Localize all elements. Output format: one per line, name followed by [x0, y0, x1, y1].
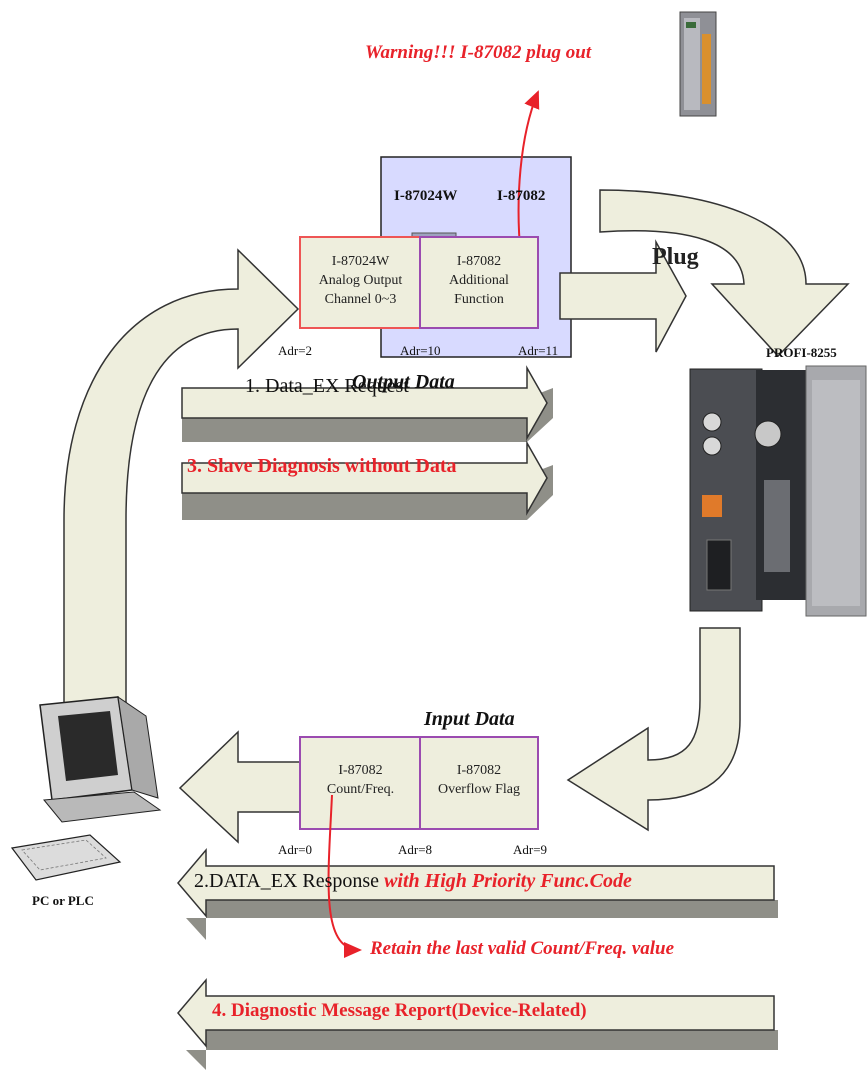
output-data-title: Output Data — [352, 371, 455, 393]
output-cell-2-line-3: Function — [454, 292, 504, 307]
unplugged-module-icon — [679, 11, 717, 117]
output-adr-3: Adr=11 — [518, 343, 559, 358]
plug-label: Plug — [652, 244, 699, 270]
input-cell-1-text: I-87082 Count/Freq. — [300, 761, 421, 799]
output-to-device-arrow — [559, 239, 687, 353]
response-arrow-label: 2.DATA_EX Response with High Priority Fu… — [194, 870, 632, 893]
input-cell-1-line-1: I-87082 — [338, 763, 383, 778]
slave-diagnosis-label: 3. Slave Diagnosis without Data — [187, 455, 457, 477]
input-to-pc-arrow — [178, 730, 301, 844]
retain-arrow — [327, 794, 362, 958]
output-cell-2-text: I-87082 Additional Function — [420, 252, 538, 309]
input-cell-2 — [419, 736, 539, 830]
slot-module-a-label: I-87024W — [394, 188, 458, 204]
response-emph-text: with High Priority Func.Code — [384, 870, 632, 892]
input-cell-2-line-1: I-87082 — [456, 763, 502, 778]
retain-text: Retain the last valid Count/Freq. value — [370, 938, 675, 959]
slot-module-b-label: I-87082 — [497, 188, 546, 204]
pc-to-output-arrow — [63, 248, 300, 723]
request-arrow-label: 1. Data_EX Request — [245, 375, 409, 397]
warning-text: Warning!!! I-87082 plug out — [365, 42, 592, 63]
output-cell-2-line-1: I-87082 — [456, 254, 502, 269]
output-adr-1: Adr=2 — [278, 343, 313, 358]
input-cell-2-text: I-87082 Overflow Flag — [420, 761, 538, 799]
output-cell-1 — [299, 236, 422, 329]
diag-report-label: 4. Diagnostic Message Report(Device-Rela… — [212, 1000, 587, 1021]
input-adr-3: Adr=9 — [513, 842, 548, 857]
input-cell-2-line-2: Overflow Flag — [437, 782, 521, 797]
device-label: PROFI-8255 — [766, 345, 837, 360]
input-adr-1: Adr=0 — [278, 842, 313, 857]
output-cell-1-line-3: Channel 0~3 — [324, 292, 397, 307]
output-cell-1-line-1: I-87024W — [331, 254, 390, 269]
profi-8255-device-icon — [689, 365, 867, 617]
data-ex-response-arrow — [177, 847, 778, 940]
diagnostic-report-arrow — [177, 977, 778, 1070]
data-ex-request-arrow — [181, 365, 553, 442]
input-adr-2: Adr=8 — [398, 842, 433, 857]
slave-diagnosis-arrow — [181, 440, 553, 520]
output-cell-2-line-2: Additional — [449, 273, 509, 288]
plug-arrow — [599, 189, 850, 358]
output-cell-2 — [419, 236, 539, 329]
output-adr-2: Adr=10 — [400, 343, 441, 358]
response-plain-text: 2.DATA_EX Response — [194, 870, 385, 892]
pc-icon — [10, 695, 162, 881]
output-cell-1-line-2: Analog Output — [318, 273, 403, 288]
input-cell-1-line-2: Count/Freq. — [326, 782, 395, 797]
device-to-input-arrow — [566, 627, 741, 832]
input-data-title: Input Data — [424, 708, 515, 730]
pc-label: PC or PLC — [32, 893, 94, 908]
output-cell-1-text: I-87024W Analog Output Channel 0~3 — [300, 252, 421, 309]
